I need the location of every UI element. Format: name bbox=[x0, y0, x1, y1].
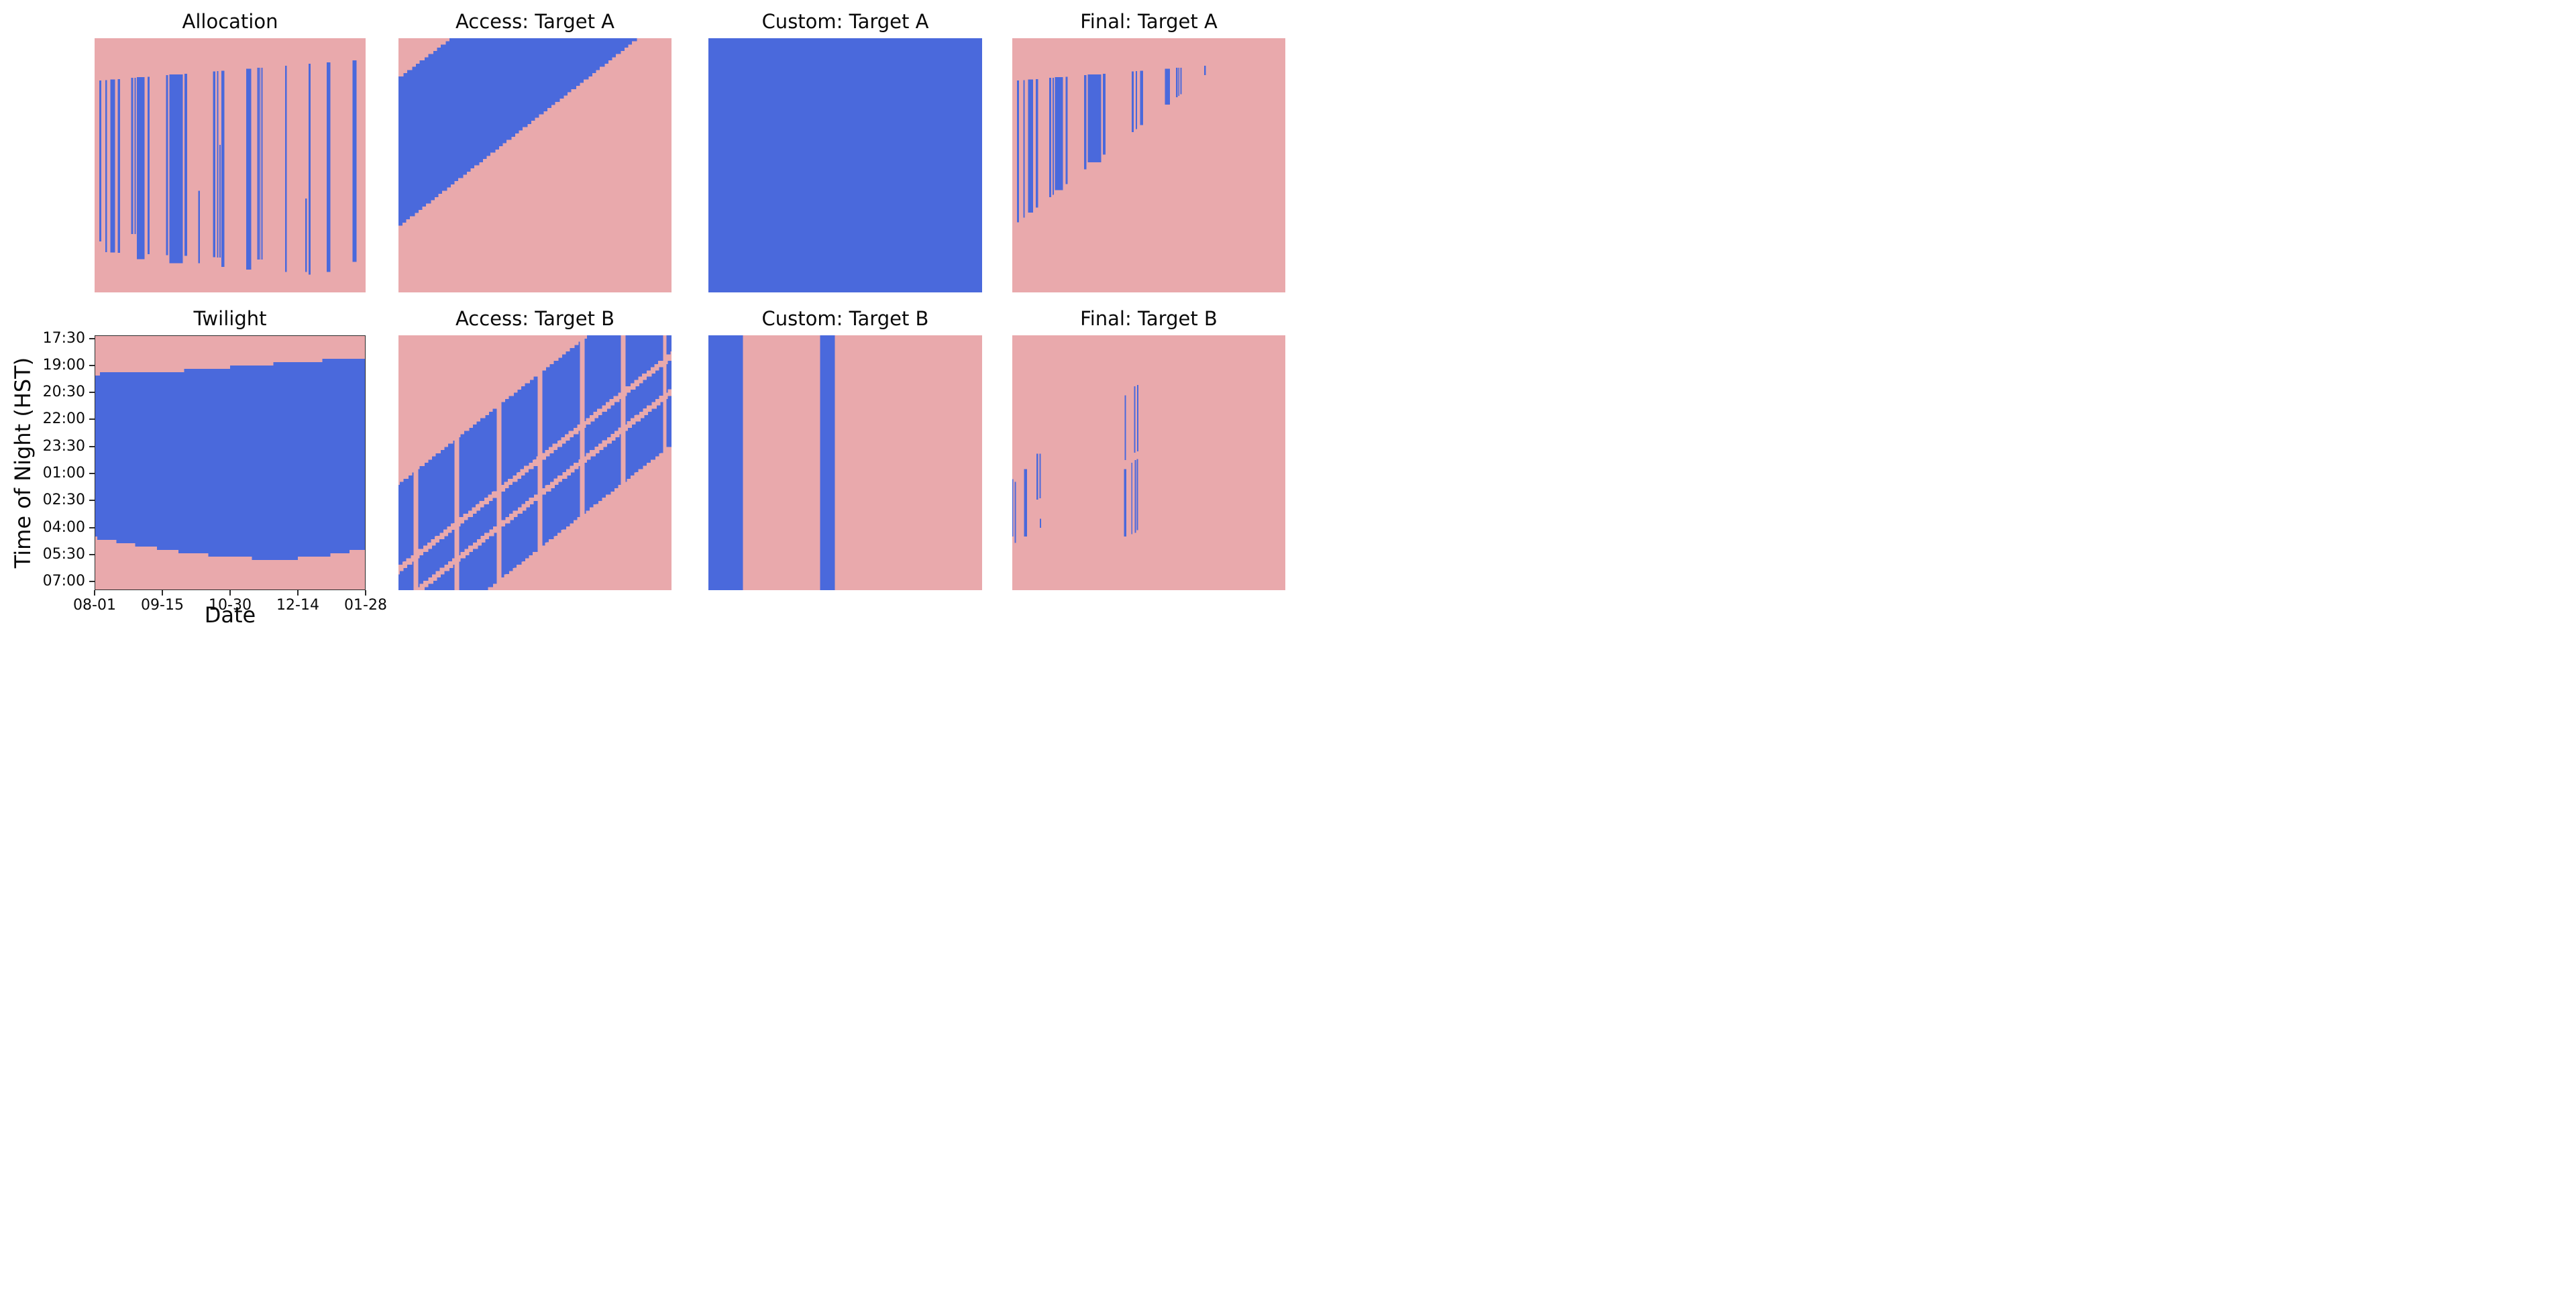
panel-title-custom-target-a: Custom: Target A bbox=[761, 10, 929, 33]
final-target-a-heatmap bbox=[1012, 38, 1285, 292]
x-axis-label: Date bbox=[204, 602, 256, 628]
y-tick-mark bbox=[89, 364, 95, 366]
panel-title-access-target-b: Access: Target B bbox=[455, 307, 615, 330]
x-tick-mark bbox=[162, 590, 163, 596]
panel-access-target-a: Access: Target A bbox=[398, 10, 672, 292]
panel-title-custom-target-b: Custom: Target B bbox=[761, 307, 929, 330]
y-tick-label: 01:00 bbox=[42, 464, 85, 482]
y-tick-label: 22:00 bbox=[42, 410, 85, 428]
x-tick-label: 01-28 bbox=[344, 597, 387, 614]
y-tick-label: 17:30 bbox=[42, 329, 85, 347]
y-tick-mark bbox=[89, 418, 95, 420]
x-tick-label: 10-30 bbox=[209, 597, 252, 614]
panel-title-access-target-a: Access: Target A bbox=[455, 10, 615, 33]
final-target-b-heatmap bbox=[1012, 335, 1285, 590]
y-tick-label: 05:30 bbox=[42, 545, 85, 563]
y-tick-mark bbox=[89, 392, 95, 394]
y-tick-label: 23:30 bbox=[42, 437, 85, 455]
y-tick-label: 19:00 bbox=[42, 356, 85, 374]
panel-title-final-target-b: Final: Target B bbox=[1080, 307, 1218, 330]
panel-final-target-a: Final: Target A bbox=[1012, 10, 1285, 292]
panel-title-allocation: Allocation bbox=[182, 10, 278, 33]
y-axis-label: Time of Night (HST) bbox=[10, 357, 36, 569]
allocation-heatmap bbox=[95, 38, 366, 292]
y-tick-mark bbox=[89, 553, 95, 555]
y-tick-mark bbox=[89, 472, 95, 474]
twilight-heatmap bbox=[95, 335, 366, 590]
x-tick-label: 12-14 bbox=[276, 597, 319, 614]
y-tick-mark bbox=[89, 500, 95, 502]
access-target-b-heatmap bbox=[398, 335, 672, 590]
y-tick-label: 02:30 bbox=[42, 492, 85, 509]
panel-allocation: Allocation bbox=[95, 10, 366, 292]
custom-target-b-heatmap bbox=[708, 335, 982, 590]
x-tick-label: 08-01 bbox=[73, 597, 116, 614]
panel-custom-target-b: Custom: Target B bbox=[708, 307, 982, 590]
x-tick-mark bbox=[94, 590, 95, 596]
scheduling-availability-figure: Allocation Access: Target A Custom: Targ… bbox=[0, 0, 1288, 646]
y-tick-mark bbox=[89, 526, 95, 528]
custom-target-a-heatmap bbox=[708, 38, 982, 292]
panel-title-twilight: Twilight bbox=[193, 307, 267, 330]
panel-final-target-b: Final: Target B bbox=[1012, 307, 1285, 590]
panel-custom-target-a: Custom: Target A bbox=[708, 10, 982, 292]
access-target-a-heatmap bbox=[398, 38, 672, 292]
y-tick-label: 20:30 bbox=[42, 384, 85, 401]
panel-twilight: Twilight 17:30 19:00 20:30 22:00 23:30 01:00 0… bbox=[43, 307, 387, 614]
y-tick-label: 07:00 bbox=[42, 573, 85, 590]
y-tick-mark bbox=[89, 337, 95, 339]
y-tick-mark bbox=[89, 581, 95, 583]
panel-title-final-target-a: Final: Target A bbox=[1080, 10, 1218, 33]
y-tick-label: 04:00 bbox=[42, 518, 85, 536]
panel-access-target-b: Access: Target B bbox=[398, 307, 672, 590]
y-tick-mark bbox=[89, 445, 95, 447]
x-tick-mark bbox=[297, 590, 299, 596]
x-tick-mark bbox=[365, 590, 366, 596]
x-tick-mark bbox=[229, 590, 231, 596]
x-tick-label: 09-15 bbox=[141, 597, 184, 614]
